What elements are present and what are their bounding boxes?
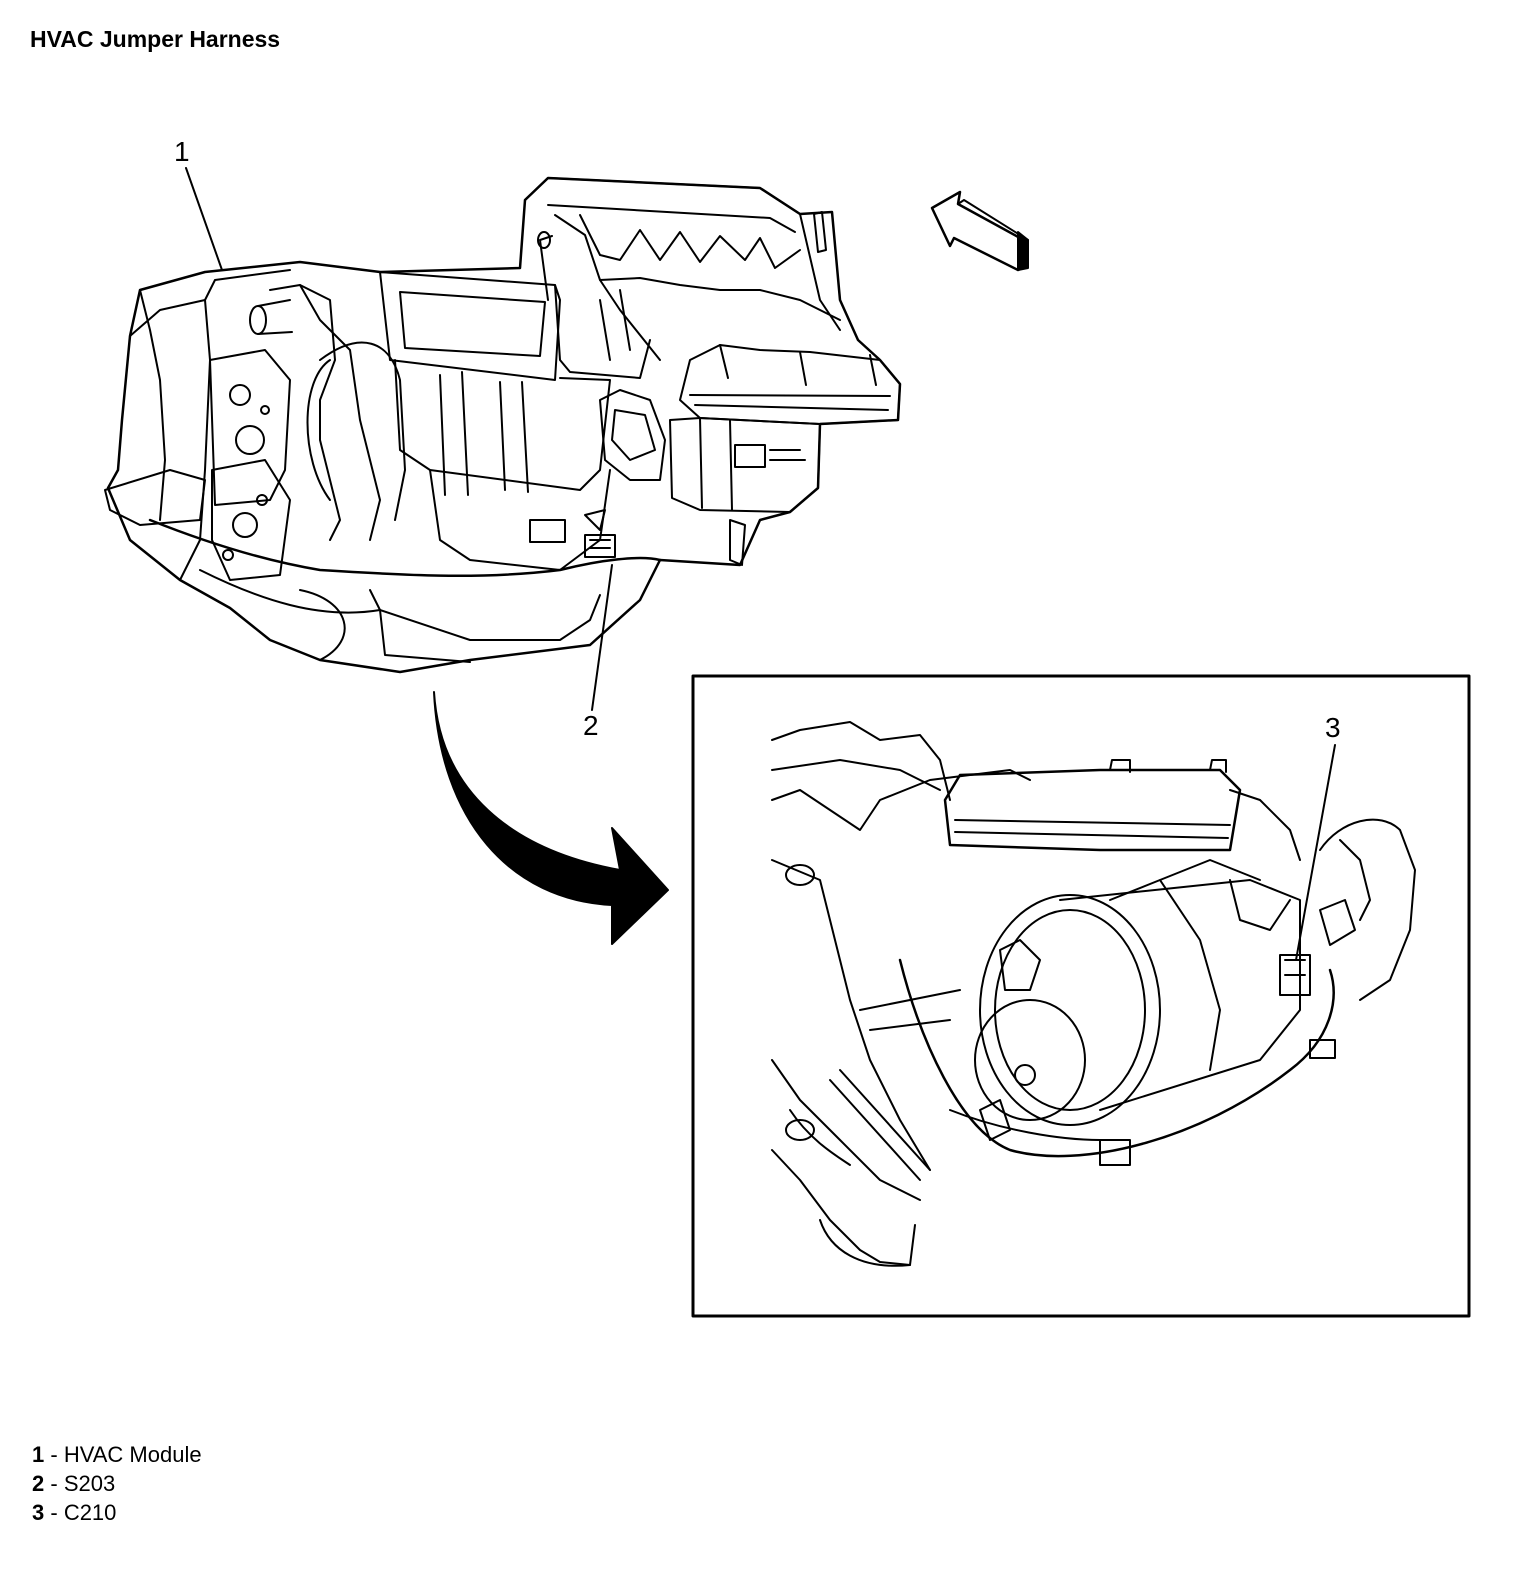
legend-separator: - — [44, 1500, 64, 1525]
legend-number: 3 — [32, 1500, 45, 1525]
legend-number: 2 — [32, 1471, 45, 1496]
legend-item: 3 - C210 — [32, 1498, 202, 1527]
legend-label: HVAC Module — [63, 1442, 202, 1467]
legend: 1 - HVAC Module 2 - S203 3 - C210 — [32, 1440, 202, 1527]
callout-2: 2 — [583, 710, 599, 741]
callout-3-leader — [1295, 744, 1336, 961]
zoom-detail-arrow-icon — [433, 691, 669, 945]
legend-separator: - — [44, 1442, 64, 1467]
callout-2-leader — [591, 564, 613, 711]
legend-separator: - — [44, 1471, 64, 1496]
legend-item: 2 - S203 — [32, 1469, 202, 1498]
legend-number: 1 — [32, 1442, 45, 1467]
legend-label: S203 — [63, 1471, 116, 1496]
callout-3: 3 — [1325, 712, 1341, 743]
legend-label: C210 — [63, 1500, 117, 1525]
view-direction-arrow-icon — [930, 190, 1029, 272]
callout-1-leader — [185, 167, 223, 271]
detail-inset-frame — [691, 674, 1471, 1318]
hvac-module-illustration — [104, 176, 902, 674]
blower-detail-illustration — [771, 721, 1416, 1267]
diagram-title: HVAC Jumper Harness — [30, 26, 281, 52]
legend-item: 1 - HVAC Module — [32, 1440, 202, 1469]
callout-1: 1 — [174, 136, 190, 167]
